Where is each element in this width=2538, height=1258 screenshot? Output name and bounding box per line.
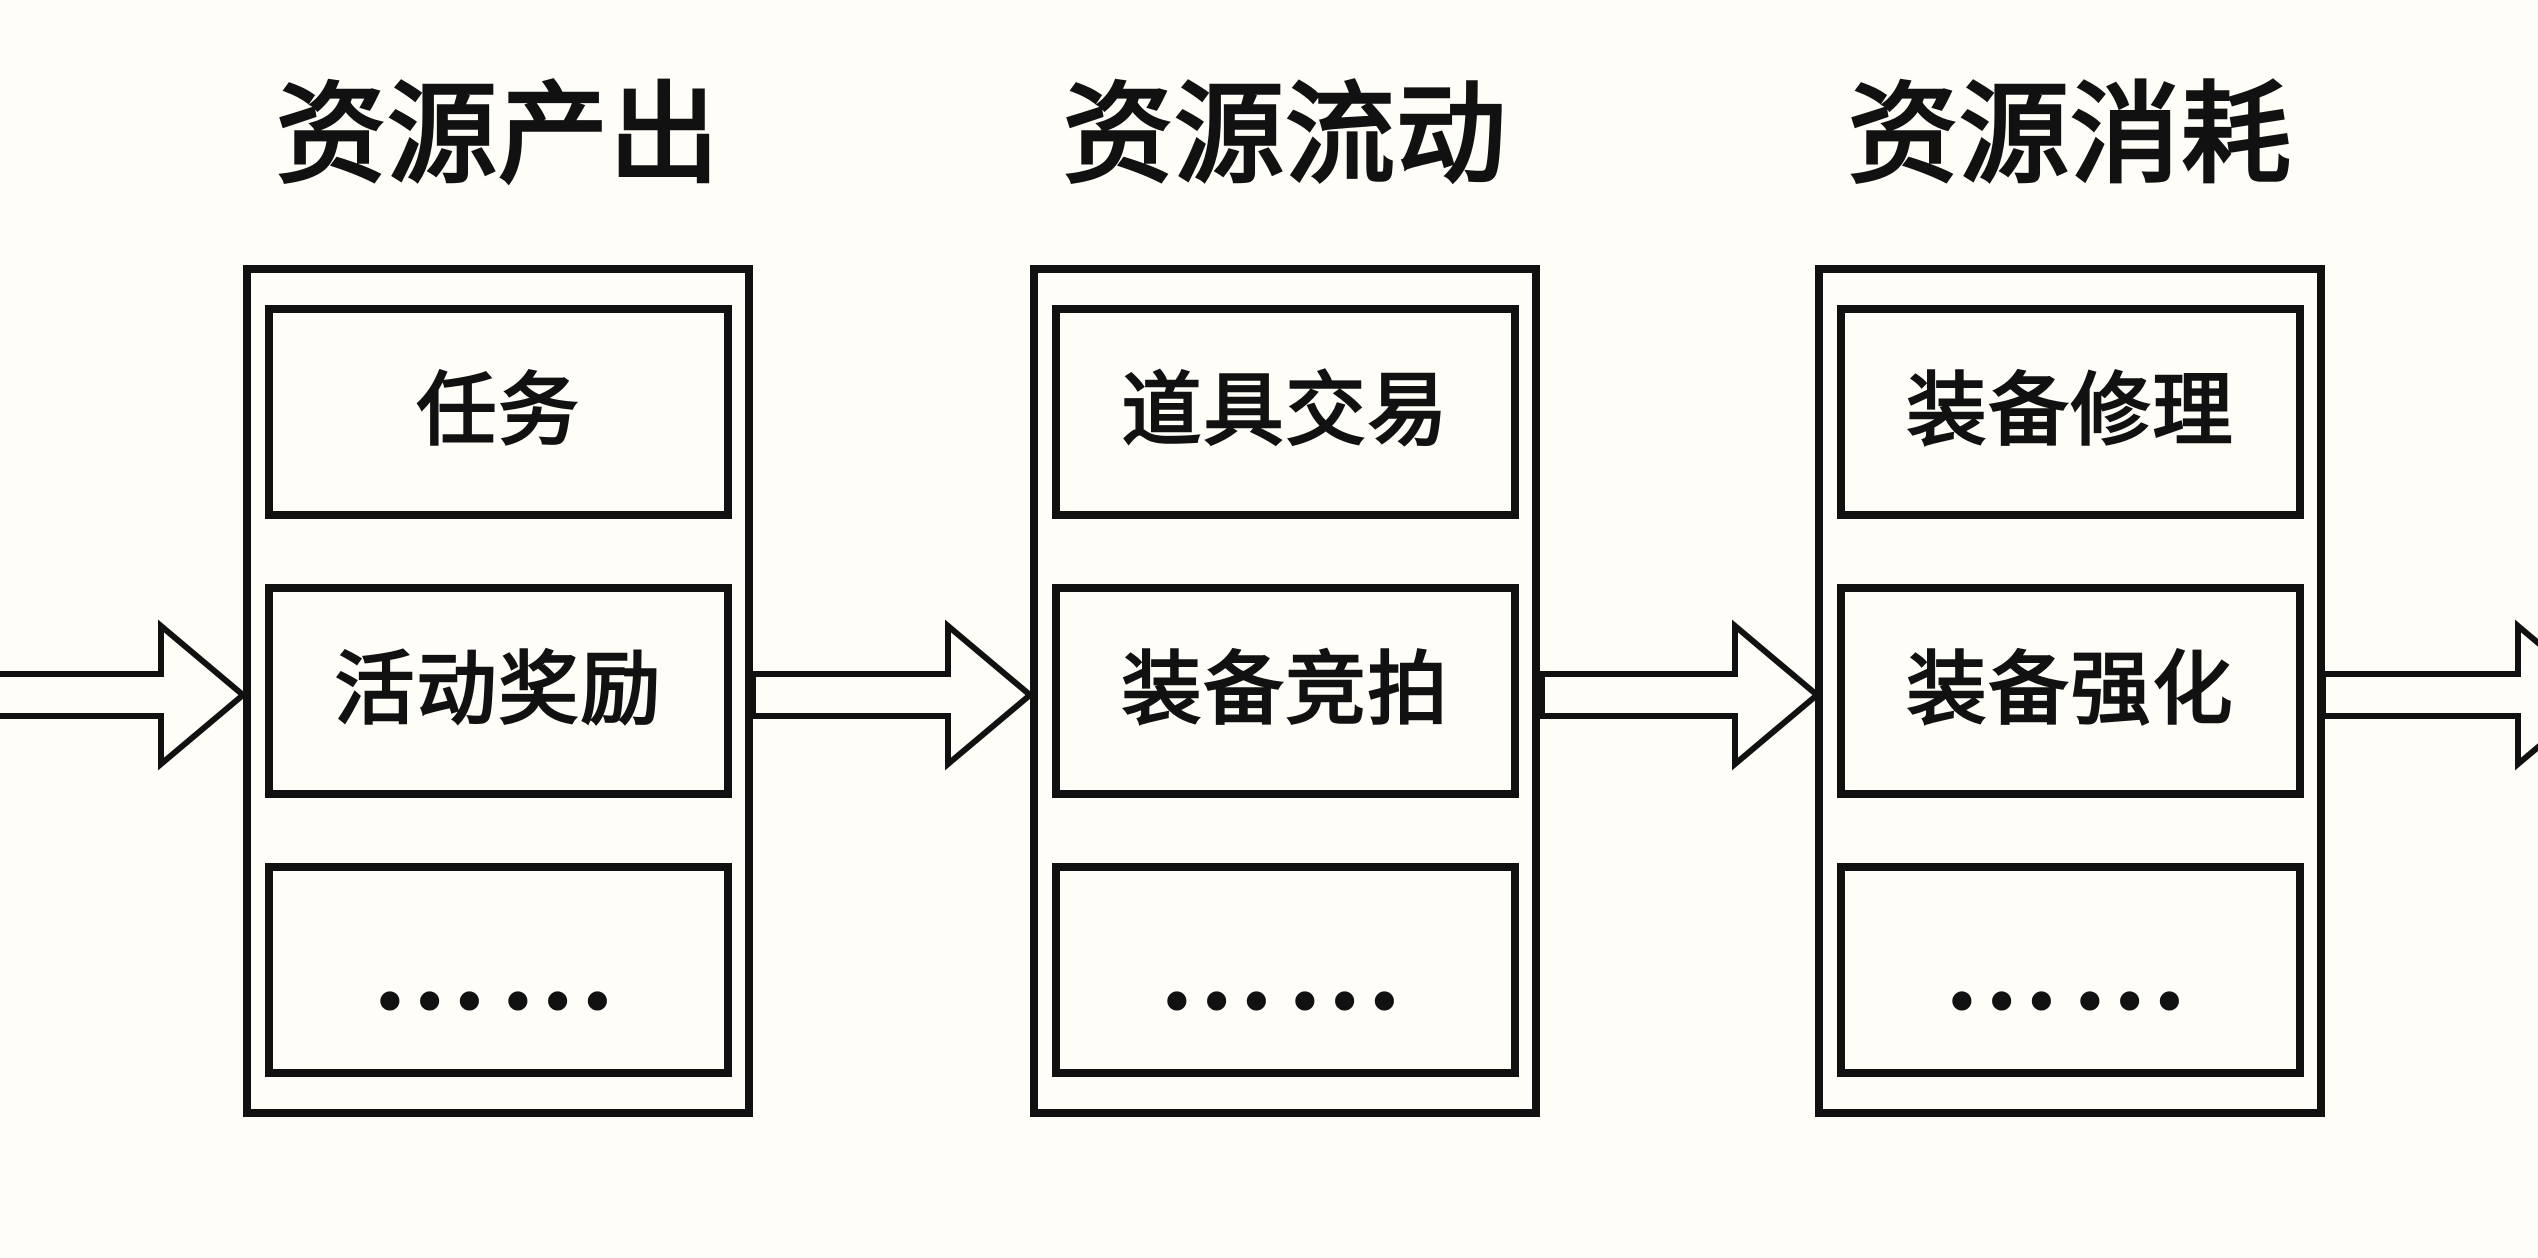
item-label-tasks: 任务 <box>416 368 581 456</box>
item-box-tasks: 任务 <box>265 305 732 519</box>
item-box-equipment-enhancement: 装备强化 <box>1837 584 2304 798</box>
column-resource-flow: 资源流动 道具交易 装备竞拍 …… <box>1030 0 1540 1258</box>
item-box-production-ellipsis: …… <box>265 863 732 1077</box>
column-resource-consumption: 资源消耗 装备修理 装备强化 …… <box>1815 0 2325 1258</box>
outflow-arrow <box>2320 619 2538 771</box>
item-box-consumption-ellipsis: …… <box>1837 863 2304 1077</box>
resource-production-group-box: 任务 活动奖励 …… <box>243 265 753 1117</box>
column-resource-production: 资源产出 任务 活动奖励 …… <box>243 0 753 1258</box>
inflow-arrow <box>0 619 248 771</box>
item-label-equipment-enhancement: 装备强化 <box>1906 647 2235 735</box>
resource-flow-group-box: 道具交易 装备竞拍 …… <box>1030 265 1540 1117</box>
item-label-flow-ellipsis: …… <box>1157 904 1414 1035</box>
item-label-consumption-ellipsis: …… <box>1942 904 2199 1035</box>
item-box-flow-ellipsis: …… <box>1052 863 1519 1077</box>
arrow-production-to-flow <box>750 619 1035 771</box>
item-box-activity-rewards: 活动奖励 <box>265 584 732 798</box>
item-label-item-trading: 道具交易 <box>1121 368 1450 456</box>
column-title-resource-consumption: 资源消耗 <box>1848 75 2292 197</box>
item-box-equipment-auction: 装备竞拍 <box>1052 584 1519 798</box>
resource-consumption-group-box: 装备修理 装备强化 …… <box>1815 265 2325 1117</box>
item-label-activity-rewards: 活动奖励 <box>334 647 663 735</box>
item-label-production-ellipsis: …… <box>370 904 627 1035</box>
item-label-equipment-auction: 装备竞拍 <box>1121 647 1450 735</box>
column-title-resource-flow: 资源流动 <box>1063 75 1507 197</box>
item-label-equipment-repair: 装备修理 <box>1906 368 2235 456</box>
column-title-resource-production: 资源产出 <box>276 75 720 197</box>
item-box-equipment-repair: 装备修理 <box>1837 305 2304 519</box>
item-box-item-trading: 道具交易 <box>1052 305 1519 519</box>
arrow-flow-to-consumption <box>1539 619 1822 771</box>
